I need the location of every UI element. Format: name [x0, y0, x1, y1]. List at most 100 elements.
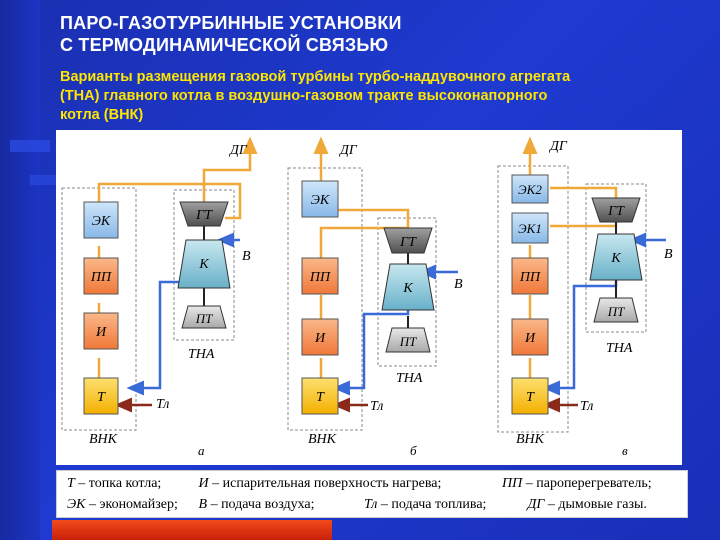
gas-turbine-shape: [179, 201, 229, 227]
legend-abbr: Тл: [364, 497, 378, 512]
economizer-box: [83, 201, 119, 239]
k-label: К: [198, 257, 209, 272]
title-line: С ТЕРМОДИНАМИЧЕСКОЙ СВЯЗЬЮ: [60, 35, 389, 55]
pp-label: ПП: [519, 270, 541, 285]
decorative-band: [30, 175, 58, 185]
tna-label: ТНА: [606, 341, 633, 356]
slide-subtitle: Варианты размещения газовой турбины турб…: [60, 68, 700, 125]
pp-label: ПП: [309, 270, 331, 285]
legend-text: – топка котла;: [74, 476, 162, 491]
gt-label: ГТ: [195, 208, 213, 223]
legend-text: – экономайзер;: [85, 497, 178, 512]
legend-item: ЭК – экономайзер;: [67, 494, 195, 515]
gas-line: [319, 226, 408, 258]
ek2-label: ЭК2: [518, 182, 542, 197]
steam-turbine-shape: [181, 305, 227, 329]
tna-label: ТНА: [188, 347, 215, 362]
t-label: Т: [316, 390, 325, 405]
variant-b: ЭК ПП И Т ГТ К ПТ ДГ В Тл ТНА ВНК б: [287, 136, 463, 458]
legend-item: Тл – подача топлива;: [364, 494, 524, 515]
variant-v: ЭК2 ЭК1 ПП И Т ГТ К ПТ ДГ В Тл ТНА ВНК в: [497, 136, 673, 458]
furnace-box: [511, 377, 549, 415]
gas-turbine-shape: [591, 197, 641, 223]
gt-label: ГТ: [399, 235, 417, 250]
gas-line: [329, 202, 410, 228]
legend-row: ЭК – экономайзер; В – подача воздуха; Тл…: [67, 494, 677, 515]
legend-item: И – испарительная поверхность нагрева;: [199, 473, 499, 494]
economizer1-box: [511, 212, 549, 244]
legend-abbr: Т: [67, 476, 75, 491]
gt-label: ГТ: [607, 204, 625, 219]
i-label: И: [314, 331, 326, 346]
decorative-band: [10, 140, 50, 152]
b-label: В: [454, 277, 463, 292]
gas-line: [550, 186, 618, 198]
gas-turbine-shape: [383, 227, 433, 254]
decorative-bottom-bar: [52, 520, 332, 540]
economizer-box: [301, 180, 339, 218]
steam-turbine-shape: [593, 297, 639, 323]
tna-label: ТНА: [396, 371, 423, 386]
i-label: И: [524, 331, 536, 346]
legend-abbr: ДГ: [527, 497, 545, 512]
legend-box: Т – топка котла; И – испарительная повер…: [56, 470, 688, 518]
superheater-box: [83, 257, 119, 295]
legend-text: – испарительная поверхность нагрева;: [208, 476, 442, 491]
pt-label: ПТ: [399, 334, 417, 349]
air-supply-line: [332, 310, 410, 396]
superheater-box: [511, 257, 549, 295]
legend-abbr: ЭК: [67, 497, 86, 512]
subtitle-line: (ТНА) главного котла в воздушно-газовом …: [60, 88, 548, 104]
tl-label: Тл: [156, 397, 169, 412]
vnk-boundary: [497, 165, 569, 433]
variant-a-label: а: [198, 443, 205, 458]
i-label: И: [95, 325, 107, 340]
compressor-shape: [381, 263, 435, 311]
pt-label: ПТ: [607, 304, 625, 319]
ek-label: ЭК: [311, 193, 330, 208]
ek-label: ЭК: [92, 214, 111, 229]
title-line: ПАРО-ГАЗОТУРБИННЫЕ УСТАНОВКИ: [60, 13, 402, 33]
dg-label: ДГ: [338, 143, 358, 158]
variant-a: ЭК ПП И Т ГТ К ПТ ДГ В Тл ТНА ВНК а: [61, 136, 258, 458]
evaporator-box: [301, 318, 339, 356]
t-label: Т: [526, 390, 535, 405]
t-label: Т: [97, 390, 106, 405]
slide-title: ПАРО-ГАЗОТУРБИННЫЕ УСТАНОВКИ С ТЕРМОДИНА…: [60, 12, 402, 56]
tl-label: Тл: [370, 399, 383, 414]
vnk-boundary: [287, 167, 363, 431]
k-label: К: [610, 251, 621, 266]
variant-b-label: б: [410, 443, 417, 458]
legend-text: – дымовые газы.: [544, 497, 647, 512]
legend-abbr: И: [198, 476, 209, 491]
economizer2-box: [511, 174, 549, 204]
tl-label: Тл: [580, 399, 593, 414]
legend-text: – пароперегреватель;: [522, 476, 652, 491]
tna-boundary: [585, 183, 647, 333]
compressor-shape: [177, 239, 231, 289]
ek1-label: ЭК1: [518, 221, 542, 236]
gas-line: [97, 182, 242, 220]
air-supply-line: [126, 275, 206, 396]
furnace-box: [301, 377, 339, 415]
steam-turbine-shape: [385, 327, 431, 353]
legend-abbr: В: [198, 497, 208, 512]
pp-label: ПП: [90, 270, 112, 285]
pt-label: ПТ: [195, 311, 213, 326]
gas-line: [550, 222, 618, 228]
evaporator-box: [511, 318, 549, 356]
tna-boundary: [377, 217, 437, 367]
air-supply-line: [542, 280, 618, 396]
k-label: К: [402, 281, 413, 296]
decorative-left-stripe: [0, 0, 40, 540]
variant-v-label: в: [622, 443, 628, 458]
legend-item: ДГ – дымовые газы.: [528, 494, 647, 515]
b-label: В: [664, 247, 673, 262]
furnace-box: [83, 377, 119, 415]
legend-text: – подача топлива;: [377, 497, 487, 512]
vnk-label: ВНК: [89, 432, 118, 447]
dg-label: ДГ: [228, 143, 248, 158]
flue-gas-arrow: [202, 136, 258, 202]
legend-item: В – подача воздуха;: [199, 494, 361, 515]
scheme-diagram: ЭК ПП И Т ГТ К ПТ ДГ В Тл ТНА ВНК а ЭК: [61, 136, 673, 458]
